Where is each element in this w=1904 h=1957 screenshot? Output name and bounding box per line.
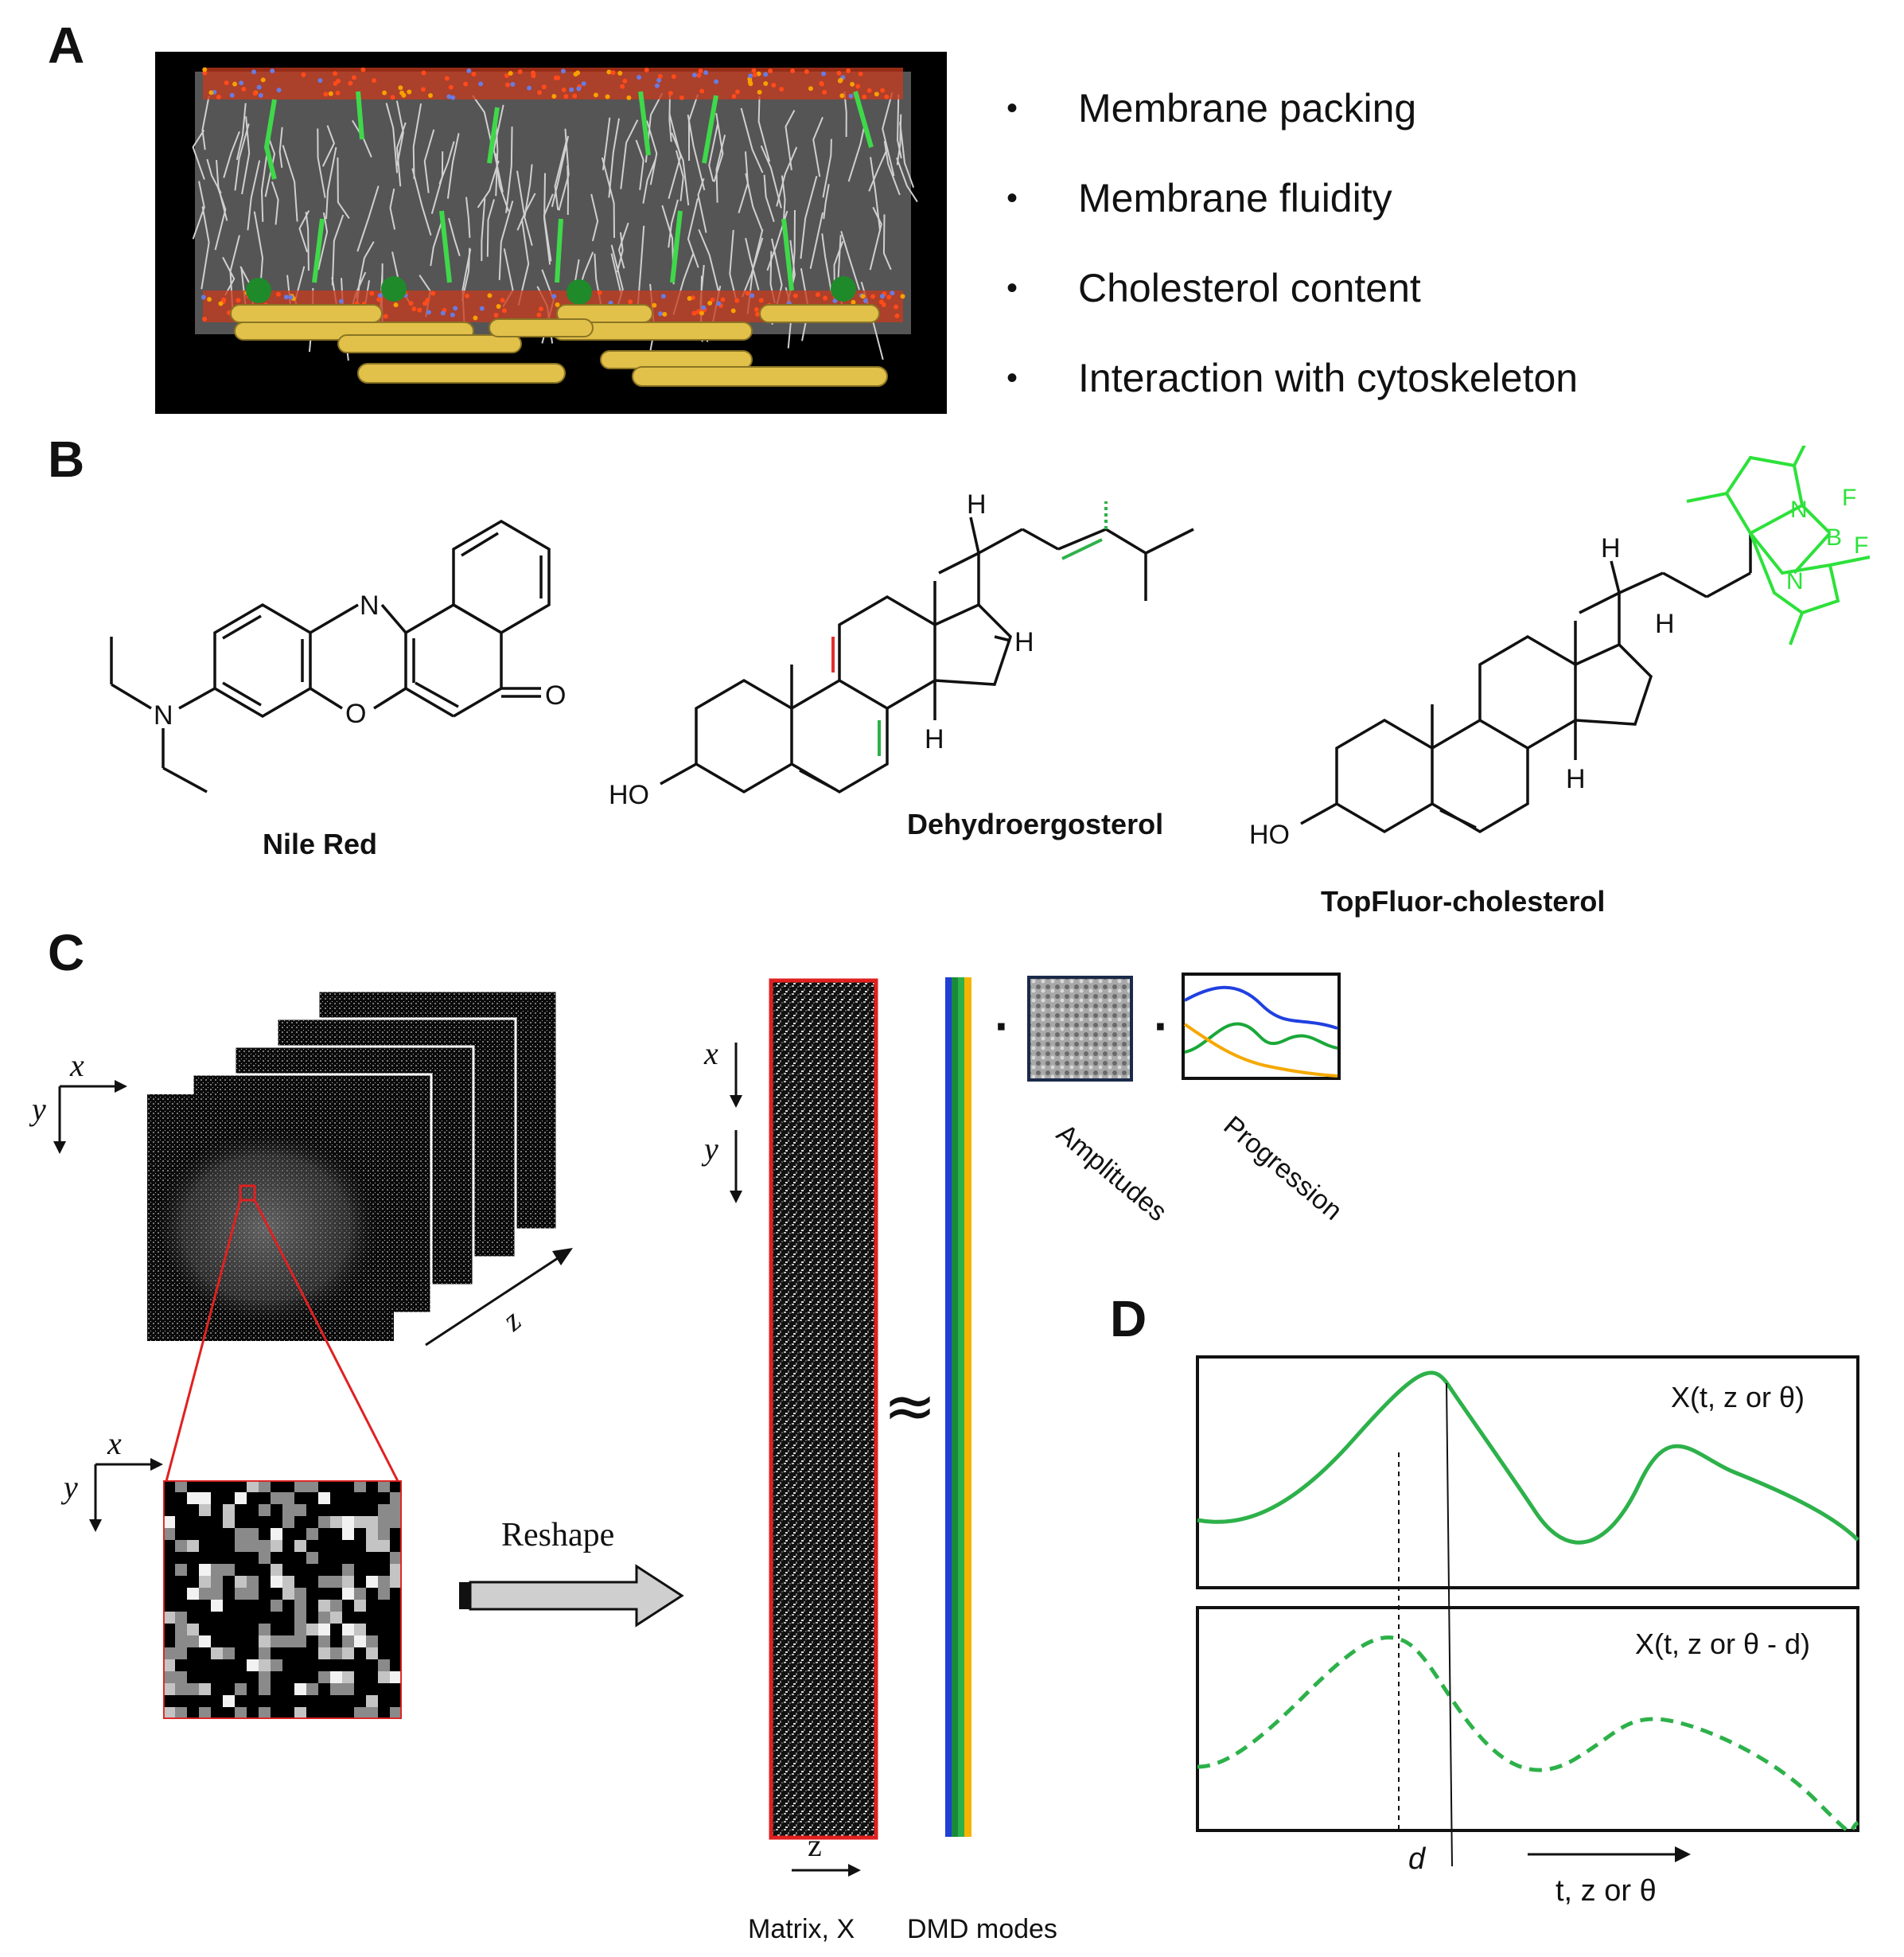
dehydroergosterol-structure: H H H HO	[609, 493, 1194, 810]
zoom-lines	[164, 1199, 401, 1485]
approx-symbol: ≈	[883, 1369, 937, 1443]
atom-h: H	[1655, 609, 1675, 639]
matrix-axes	[730, 1043, 742, 1203]
multiply-dot: ·	[1154, 1000, 1170, 1053]
membrane-simulation-image	[155, 52, 947, 414]
dmd-mode-strip	[964, 977, 971, 1837]
dmd-mode-strip	[958, 977, 965, 1837]
atom-n: N	[1790, 497, 1808, 523]
bottom-plot-label: X(t, z or θ - d)	[1635, 1628, 1811, 1660]
dmd-modes-bar	[945, 977, 971, 1837]
atom-ho: HO	[609, 780, 649, 810]
shift-label: d	[1408, 1842, 1426, 1876]
zoom-axes	[89, 1458, 163, 1532]
axis-y-label: y	[32, 1091, 46, 1127]
atom-n: N	[154, 700, 173, 731]
atom-n: N	[1786, 568, 1804, 595]
top-plot-label: X(t, z or θ)	[1671, 1381, 1805, 1413]
membrane-properties-list: •Membrane packing •Membrane fluidity •Ch…	[1007, 64, 1578, 423]
matrix-z-axis	[792, 1864, 861, 1877]
axis-x-label: x	[107, 1425, 122, 1461]
molecule-name: TopFluor-cholesterol	[1321, 885, 1606, 918]
amplitudes-label: Amplitudes	[1050, 1118, 1173, 1228]
panel-label-d: D	[1110, 1290, 1147, 1347]
amplitudes-thumbnail	[1027, 976, 1133, 1082]
atom-n: N	[360, 591, 380, 621]
dmd-mode-strip	[952, 977, 959, 1837]
atom-h: H	[1566, 764, 1586, 794]
reshape-label: Reshape	[501, 1517, 615, 1554]
axis-label: t, z or θ	[1556, 1874, 1657, 1908]
matrix-label: Matrix, X	[748, 1914, 855, 1944]
multiply-dot: ·	[995, 1000, 1010, 1053]
progression-thumbnail	[1182, 973, 1341, 1080]
molecule-name: Dehydroergosterol	[907, 808, 1164, 840]
progression-label: Progression	[1217, 1110, 1348, 1226]
list-item: •Membrane packing	[1007, 86, 1417, 131]
atom-f: F	[1854, 532, 1868, 559]
shift-guide-solid	[1446, 1382, 1453, 1867]
shifted-signal-curve	[1197, 1635, 1859, 1834]
image-stack	[53, 989, 573, 1347]
top-plot-frame	[1196, 1355, 1859, 1589]
atom-ho: HO	[1249, 820, 1290, 850]
list-item: •Interaction with cytoskeleton	[1007, 356, 1579, 400]
reshape-arrow	[459, 1564, 684, 1628]
nile-red-structure: N O O N	[110, 519, 566, 793]
list-item: •Membrane fluidity	[1007, 176, 1392, 220]
axis-y-label: y	[64, 1469, 78, 1505]
panel-label-b: B	[48, 431, 85, 488]
atom-h: H	[925, 724, 944, 754]
list-item: •Cholesterol content	[1007, 266, 1421, 310]
bottom-plot-frame	[1196, 1606, 1859, 1832]
axis-x-label: x	[70, 1047, 84, 1083]
panel-label-a: A	[48, 17, 85, 74]
axis-y-label: y	[704, 1131, 718, 1167]
zoomed-pixel-grid	[163, 1480, 402, 1719]
panel-label-c: C	[48, 924, 85, 981]
atom-f: F	[1842, 485, 1856, 511]
axis-x-label: x	[704, 1035, 718, 1071]
atom-o: O	[545, 680, 566, 711]
dmd-mode-strip	[945, 977, 952, 1837]
matrix-x	[769, 978, 878, 1840]
molecule-name: Nile Red	[263, 828, 378, 860]
atom-o: O	[345, 699, 366, 729]
atom-b: B	[1826, 524, 1842, 551]
dmd-modes-label: DMD modes	[907, 1914, 1057, 1944]
atom-h: H	[1014, 627, 1034, 657]
atom-h: H	[967, 493, 987, 520]
atom-h: H	[1601, 533, 1621, 563]
shift-diagram	[1196, 1355, 1859, 1867]
topfluor-cholesterol-structure: N B F F N H H H HO	[1249, 446, 1871, 850]
axis-z-label: z	[808, 1827, 822, 1863]
original-signal-curve	[1197, 1370, 1859, 1545]
